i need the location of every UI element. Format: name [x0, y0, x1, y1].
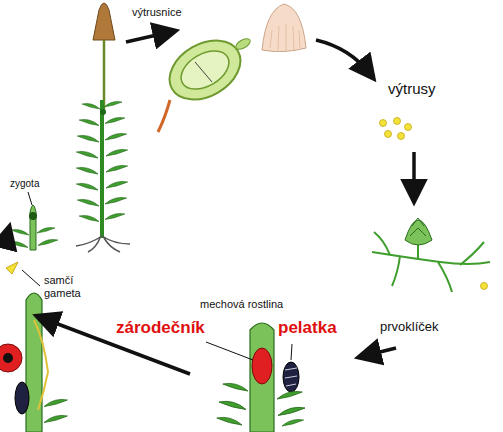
archegonium-label: zárodečník [116, 318, 205, 338]
protonema [372, 218, 490, 292]
sporangium [158, 4, 306, 132]
sporangium-label: výtrusnice [132, 6, 182, 19]
zygote-plant [8, 192, 58, 250]
moss-plant [206, 323, 305, 432]
spores-label: výtrusy [388, 80, 436, 97]
cycle-arrows [8, 32, 414, 374]
plant-label: mechová rostlina [200, 298, 283, 311]
gamete-label: samčí gameta [44, 274, 92, 299]
zygote-label: zygota [10, 178, 39, 190]
protonema-label: prvoklíček [380, 320, 439, 335]
spores [380, 118, 412, 140]
antheridium-label: pelatka [278, 318, 337, 338]
mature-moss-plant [76, 3, 130, 252]
